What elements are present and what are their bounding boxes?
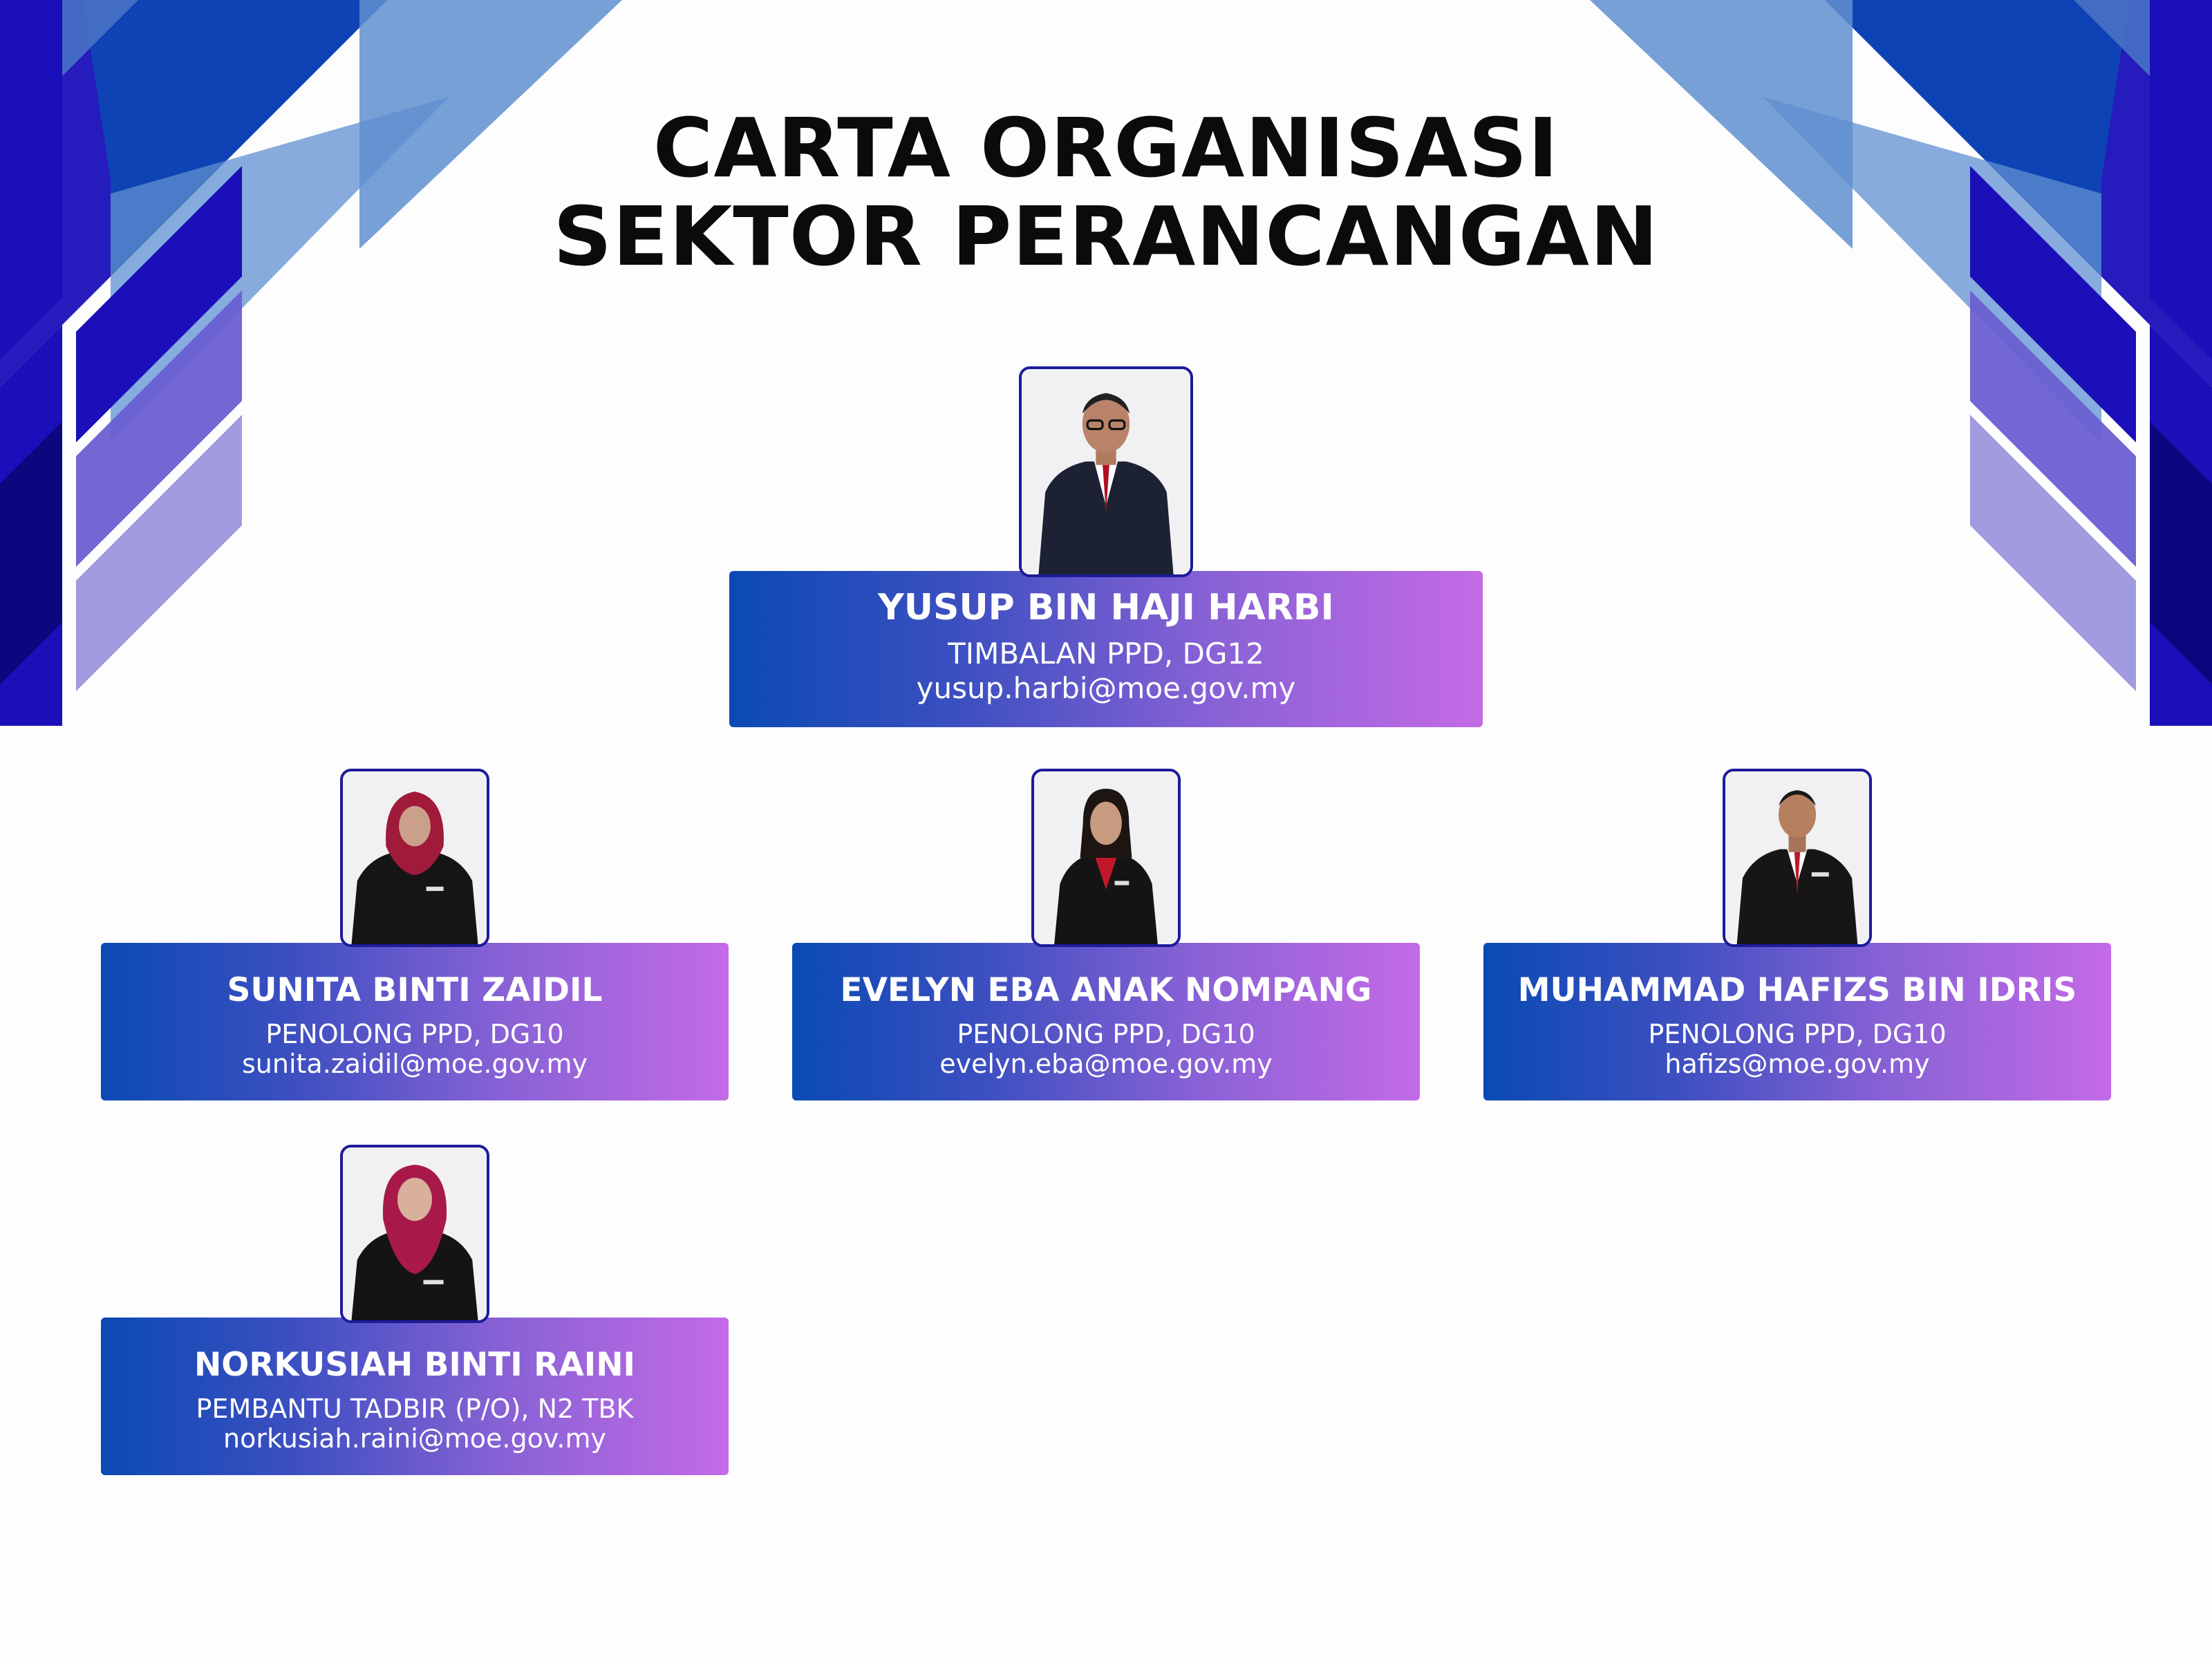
- member-photo-norkusiah: [340, 1145, 489, 1323]
- corner-decoration-right: [1590, 0, 2212, 726]
- page-title-line-1: CARTA ORGANISASI: [653, 100, 1559, 196]
- person-portrait-icon: [1034, 771, 1178, 944]
- member-role: PENOLONG PPD, DG10: [1648, 1019, 1947, 1049]
- member-photo-yusup: [1019, 366, 1193, 577]
- corner-decoration-left: [0, 0, 622, 726]
- member-card-yusup: YUSUP BIN HAJI HARBI TIMBALAN PPD, DG12 …: [729, 571, 1483, 727]
- member-email: yusup.harbi@moe.gov.my: [916, 671, 1296, 705]
- page-title-line-2: SEKTOR PERANCANGAN: [553, 189, 1659, 284]
- member-name: MUHAMMAD HAFIZS BIN IDRIS: [1517, 971, 2077, 1009]
- person-portrait-icon: [1725, 771, 1869, 944]
- member-card-sunita: SUNITA BINTI ZAIDIL PENOLONG PPD, DG10 s…: [101, 943, 729, 1100]
- member-role: TIMBALAN PPD, DG12: [948, 637, 1264, 671]
- member-card-norkusiah: NORKUSIAH BINTI RAINI PEMBANTU TADBIR (P…: [101, 1318, 729, 1475]
- member-photo-hafizs: [1723, 769, 1872, 947]
- person-portrait-icon: [343, 771, 487, 944]
- member-card-hafizs: MUHAMMAD HAFIZS BIN IDRIS PENOLONG PPD, …: [1483, 943, 2111, 1100]
- member-name: SUNITA BINTI ZAIDIL: [227, 971, 603, 1009]
- page-title: CARTA ORGANISASI SEKTOR PERANCANGAN: [0, 104, 2212, 281]
- member-name: NORKUSIAH BINTI RAINI: [194, 1346, 636, 1384]
- person-portrait-icon: [1022, 369, 1190, 574]
- member-role: PENOLONG PPD, DG10: [957, 1019, 1255, 1049]
- member-photo-sunita: [340, 769, 489, 947]
- member-name: YUSUP BIN HAJI HARBI: [878, 587, 1334, 628]
- member-photo-evelyn: [1031, 769, 1181, 947]
- member-role: PENOLONG PPD, DG10: [265, 1019, 564, 1049]
- member-role: PEMBANTU TADBIR (P/O), N2 TBK: [196, 1394, 634, 1424]
- member-email: evelyn.eba@moe.gov.my: [939, 1049, 1273, 1079]
- member-email: norkusiah.raini@moe.gov.my: [223, 1423, 606, 1454]
- person-portrait-icon: [343, 1147, 487, 1320]
- member-card-evelyn: EVELYN EBA ANAK NOMPANG PENOLONG PPD, DG…: [792, 943, 1420, 1100]
- member-email: sunita.zaidil@moe.gov.my: [241, 1049, 588, 1079]
- member-email: hafizs@moe.gov.my: [1665, 1049, 1930, 1079]
- member-name: EVELYN EBA ANAK NOMPANG: [840, 971, 1372, 1009]
